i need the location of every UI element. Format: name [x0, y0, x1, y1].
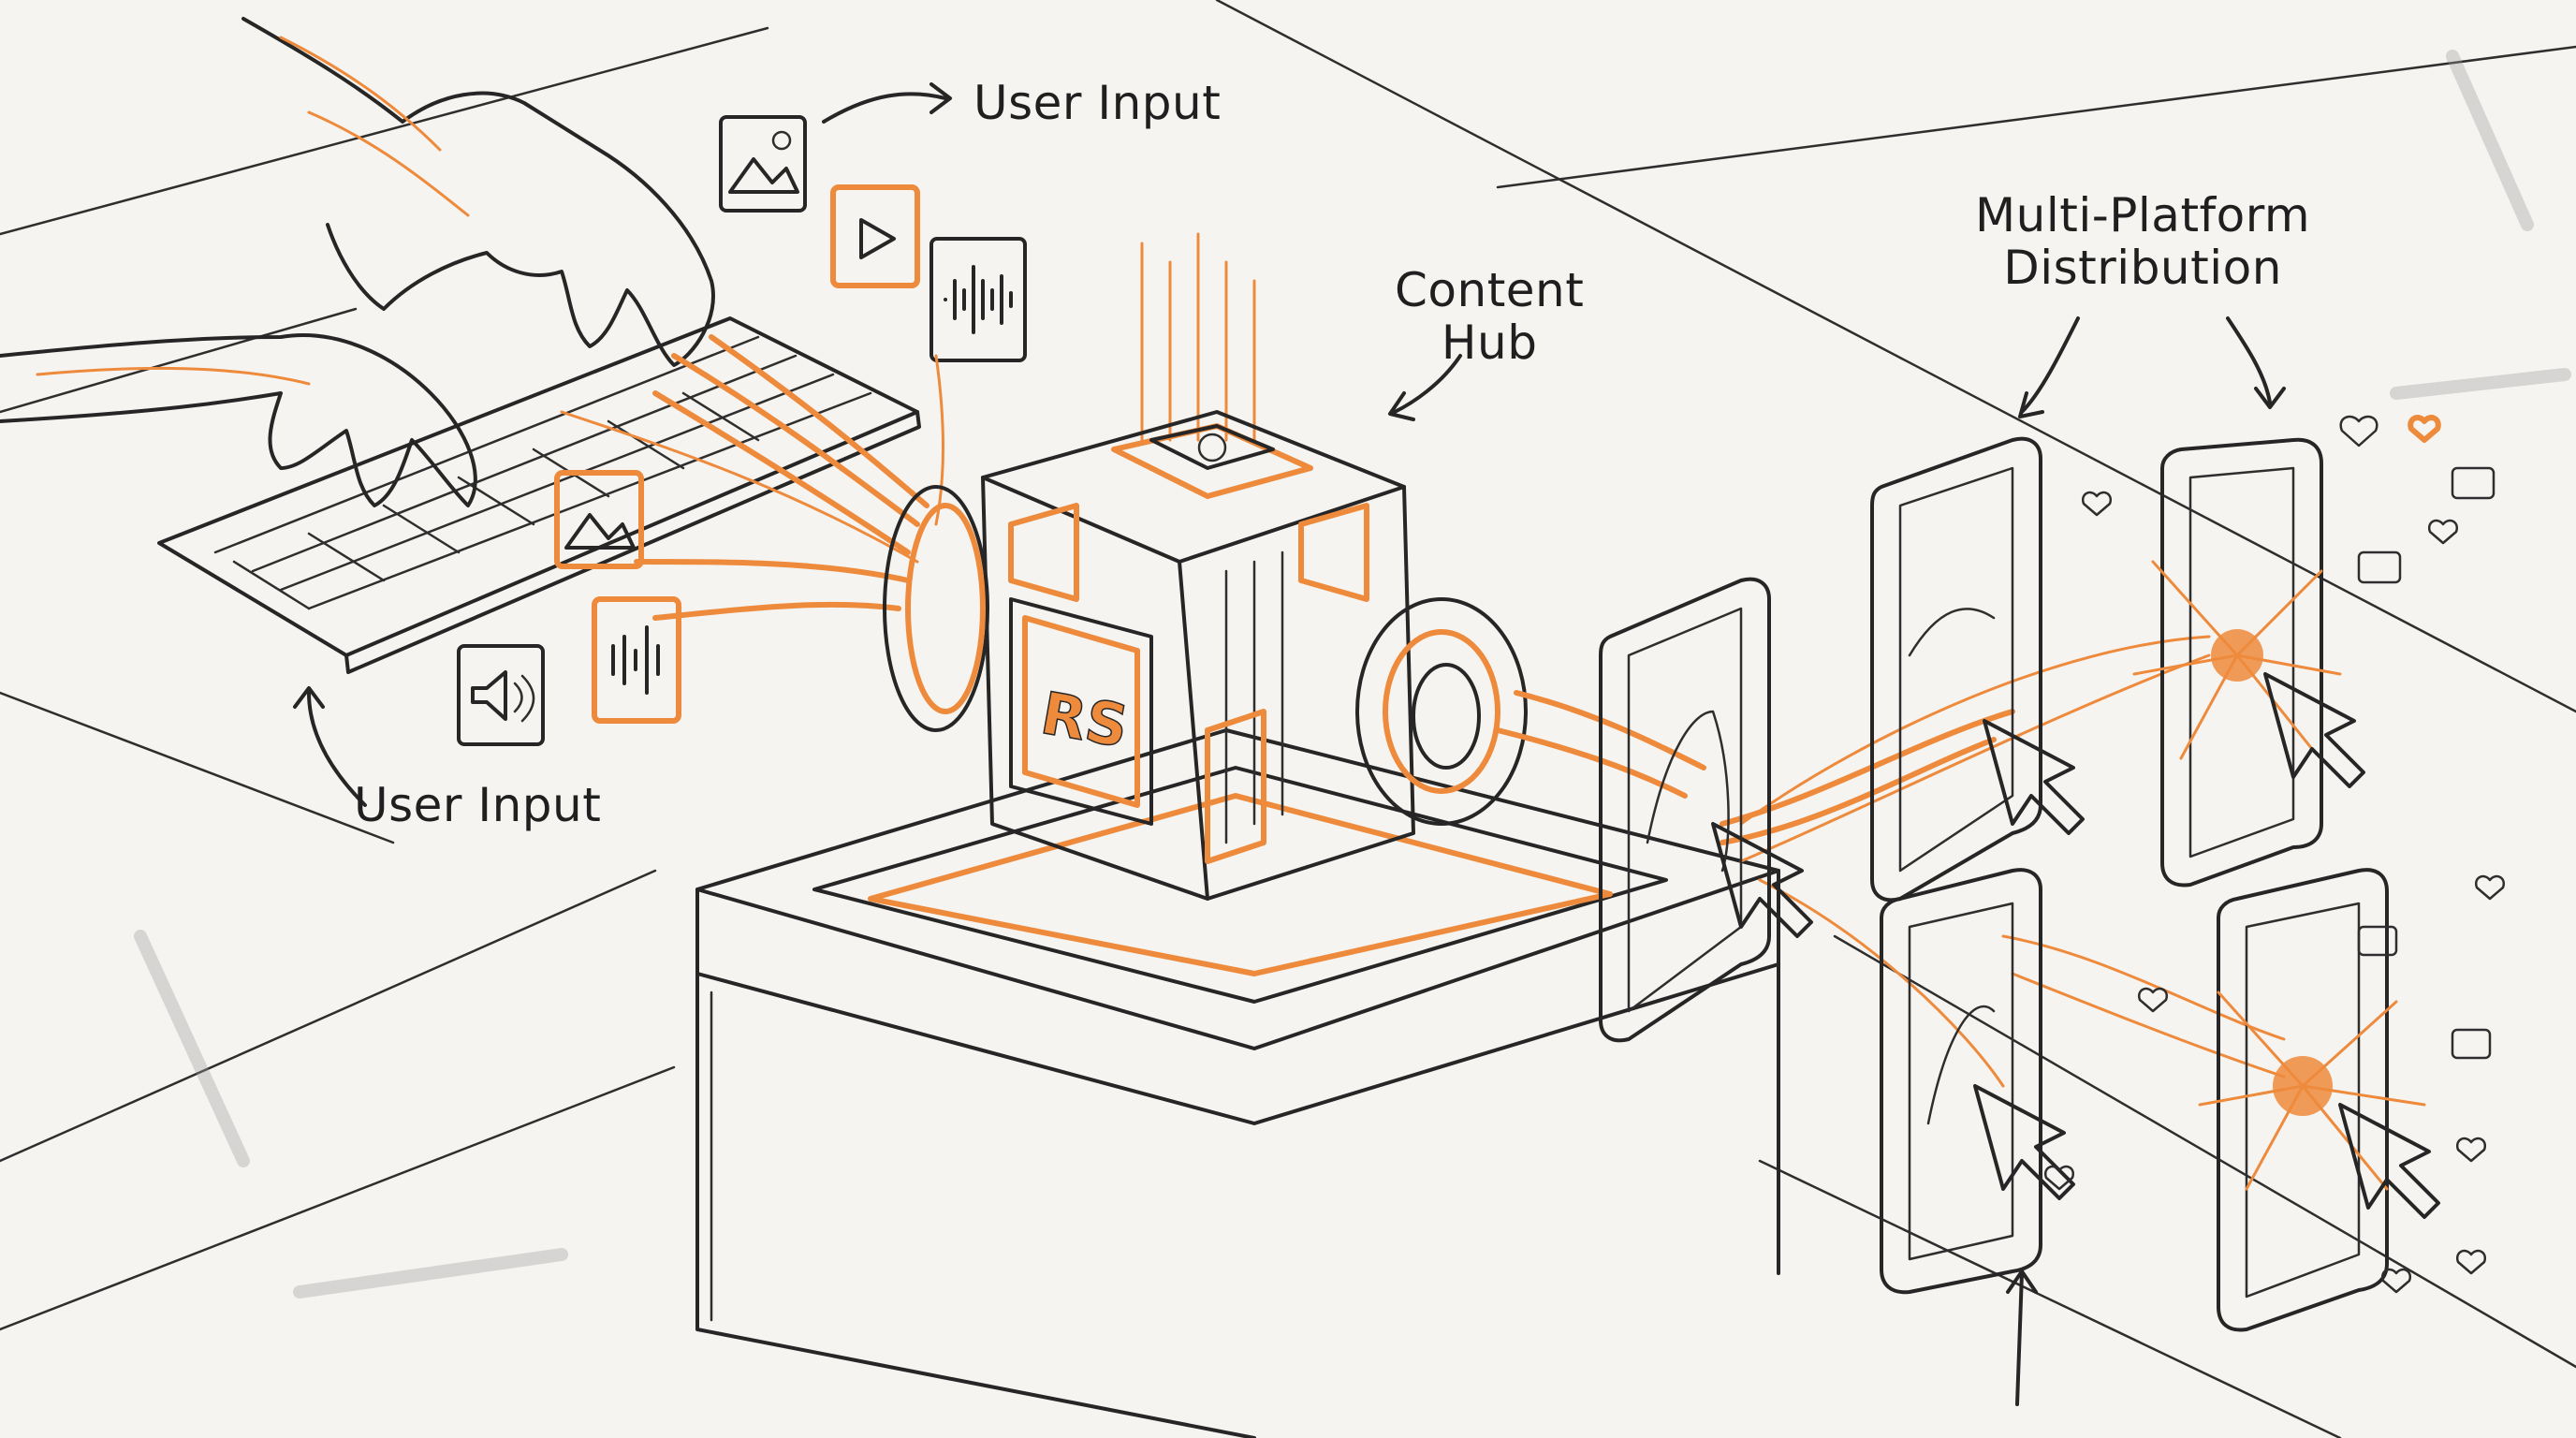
smartphone-3 [2160, 437, 2323, 888]
reactions [2043, 415, 2506, 1294]
hub-logo: RS [1036, 679, 1134, 761]
distribution-line-2: Distribution [2003, 241, 2282, 295]
audio-wave-icon-small [592, 596, 681, 724]
speaker-icon [457, 644, 545, 746]
label-content-hub: Content Hub [1395, 264, 1584, 369]
label-user-input-top: User Input [973, 76, 1222, 130]
annotation-arrows [293, 82, 2286, 1406]
content-hub-cube [883, 410, 1528, 901]
content-hub-line-2: Hub [1441, 315, 1538, 370]
typing-hands [0, 17, 715, 507]
smartphone-1 [1599, 577, 1771, 1043]
signal-lines [1140, 232, 1256, 442]
play-icon [830, 184, 920, 288]
smartphone-2 [1870, 436, 2042, 902]
content-hub-line-1: Content [1395, 263, 1585, 317]
smartphone-4 [1880, 868, 2042, 1295]
engagement-bursts [2132, 560, 2426, 1191]
label-user-input-bottom: User Input [354, 778, 602, 832]
output-streams [1495, 635, 2286, 1088]
input-streams [560, 334, 944, 621]
keyboard [157, 316, 921, 674]
distribution-line-1: Multi-Platform [1975, 188, 2311, 242]
audio-wave-icon [929, 237, 1027, 362]
cursor-arrow-icon [1711, 672, 2440, 1219]
image-icon-small [554, 470, 644, 569]
smartphone-5 [2217, 868, 2389, 1332]
image-icon [719, 115, 807, 213]
label-distribution: Multi-Platform Distribution [1975, 189, 2310, 294]
pedestal [695, 728, 1780, 1438]
